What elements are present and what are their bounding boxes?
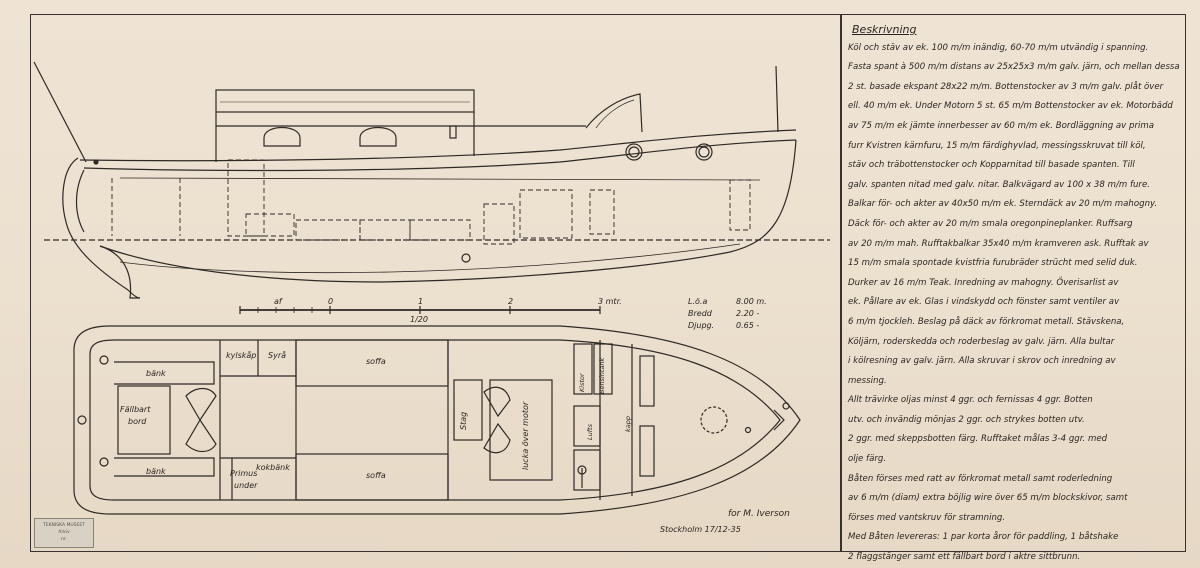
- description-line: furr Kvistren kärnfuru, 15 m/m färdighyv…: [848, 140, 1146, 151]
- sheer-line: [79, 129, 797, 162]
- signature: for M. Iverson: [728, 509, 790, 519]
- description-line: Köl och stäv av ek. 100 m/m inändig, 60-…: [848, 42, 1149, 53]
- dim-label-bredd: Bredd: [688, 309, 713, 318]
- label-lucka: lucka över motor: [521, 401, 530, 470]
- stamp-line-1: TEKNISKA MUSEET: [43, 523, 85, 528]
- description-line: av 20 m/m mah. Rufftakbalkar 35x40 m/m k…: [848, 238, 1149, 249]
- kistor: [573, 343, 593, 395]
- description-line: Fasta spant à 500 m/m distans av 25x25x3…: [848, 62, 1180, 73]
- description-line: förses med vantskruv för stramning.: [848, 512, 1006, 523]
- interior-dashed: [111, 159, 751, 245]
- description-line: ell. 40 m/m ek. Under Motorn 5 st. 65 m/…: [848, 101, 1173, 112]
- label-under: under: [234, 481, 258, 490]
- description-line: Balkar för- och akter av 40x50 m/m ek. S…: [848, 199, 1158, 210]
- aft-flagpole: [33, 61, 87, 163]
- aft-bench-bottom: [114, 457, 215, 477]
- scale-ratio: 1/20: [410, 315, 428, 324]
- description-line: 2 st. basade ekspant 28x22 m/m. Bottenst…: [848, 81, 1164, 92]
- description-line: av 75 m/m ek jämte innerbesser av 60 m/m…: [848, 120, 1154, 131]
- scale-bar: [239, 306, 601, 314]
- description-line: Båten förses med ratt av förkromat metal…: [848, 473, 1113, 484]
- stern-outline: [62, 157, 141, 299]
- dim-label-loa: L.ö.a: [688, 297, 707, 306]
- description-line: Durker av 16 m/m Teak. Inredning av maho…: [848, 277, 1119, 288]
- description-line: Däck för- och akter av 20 m/m smala oreg…: [848, 218, 1133, 229]
- stamp-line-3: nr.: [61, 537, 67, 542]
- description-line: stäv och träbottenstocker och Kopparnita…: [848, 160, 1135, 171]
- aft-bench-top: [114, 361, 215, 385]
- drawing-frame: [30, 14, 1186, 552]
- porthole-1: [625, 143, 643, 161]
- place-date: Stockholm 17/12-35: [660, 525, 741, 534]
- label-soffa-bottom: soffa: [366, 471, 386, 480]
- fallbart-bord: [117, 385, 171, 455]
- description-line: Med Båten levereras: 1 par korta åror fö…: [848, 532, 1119, 543]
- description-line: av 6 m/m (diam) extra böjlig wire över 6…: [848, 493, 1128, 504]
- scale-tick-3: 3 mtr.: [598, 297, 622, 306]
- label-kokbank: kokbänk: [256, 463, 290, 472]
- dim-value-bredd: 2.20 -: [736, 309, 759, 318]
- dim-label-djupg: Djupg.: [688, 321, 714, 330]
- label-lufts: Lufts: [586, 423, 594, 440]
- dim-value-djupg: 0.65 -: [736, 321, 759, 330]
- description-line: olje färg.: [848, 454, 887, 465]
- cabin-window-2: [359, 126, 397, 147]
- description-line: 2 flaggstänger samt ett fällbart bord i …: [848, 552, 1081, 563]
- label-soffa-top: soffa: [366, 357, 386, 366]
- description-line: ek. Pållare av ek. Glas i vindskydd och …: [848, 297, 1120, 308]
- description-line: 2 ggr. med skeppsbotten färg. Rufftaket …: [848, 434, 1108, 445]
- label-bensin: Bensintank: [598, 357, 606, 394]
- plan-hull-outer: [73, 325, 801, 515]
- label-bank-top: bänk: [146, 369, 166, 378]
- motor-hatch: [489, 379, 553, 481]
- bensintank: [593, 343, 613, 395]
- side-elevation: [33, 61, 830, 299]
- cabin-window-1: [263, 126, 301, 147]
- frame-divider: [840, 14, 842, 552]
- scale-tick-0: 0: [328, 297, 333, 306]
- plan-hull-inner: [89, 339, 781, 501]
- label-kylskap: kylskåp: [226, 350, 256, 360]
- description-line: galv. spanten nitad med galv. nitar. Bal…: [848, 179, 1150, 190]
- description-line: 6 m/m tjockleh. Beslag på däck av förkro…: [848, 316, 1125, 327]
- porthole-2: [695, 143, 713, 161]
- stamp-line-2: Arkiv: [58, 530, 70, 535]
- label-syra: Syrå: [268, 350, 286, 360]
- description-line: utv. och invändig mönjas 2 ggr. och stry…: [848, 414, 1085, 425]
- scale-tick-af: af: [274, 297, 283, 306]
- scale-tick-1: 1: [418, 297, 423, 306]
- description-lines: Köl och stäv av ek. 100 m/m inändig, 60-…: [848, 39, 1180, 568]
- windscreen: [585, 93, 643, 133]
- label-bord: bord: [128, 417, 147, 426]
- description-line: i kölresning av galv. järn. Alla skruvar…: [848, 356, 1116, 367]
- dim-value-loa: 8.00 m.: [736, 297, 767, 306]
- description-title: Beskrivning: [852, 23, 917, 36]
- label-kapp: kapp: [624, 416, 632, 432]
- label-wc: Stag: [459, 412, 468, 430]
- description-line: messing.: [848, 375, 887, 386]
- label-primus: Primus: [230, 469, 257, 478]
- archive-stamp: TEKNISKA MUSEET Arkiv nr.: [34, 518, 94, 548]
- scale-tick-2: 2: [508, 297, 513, 306]
- label-kistor: Kistor: [578, 372, 586, 392]
- description-block: Beskrivning Köl och stäv av ek. 100 m/m …: [848, 20, 1180, 568]
- hull-bottom: [99, 139, 797, 283]
- label-fallbart: Fällbart: [120, 405, 151, 414]
- description-line: Allt trävirke oljas minst 4 ggr. och fer…: [848, 395, 1093, 406]
- forehatch: [700, 406, 728, 434]
- description-line: Köljärn, roderskedda och roderbeslag av …: [848, 336, 1115, 347]
- fore-flagpole: [775, 65, 779, 133]
- label-bank-bottom: bänk: [146, 467, 166, 476]
- cabin-roof: [215, 89, 475, 113]
- description-line: 15 m/m smala spontade kvistfria furubräd…: [848, 258, 1138, 269]
- plan-view: [73, 325, 801, 515]
